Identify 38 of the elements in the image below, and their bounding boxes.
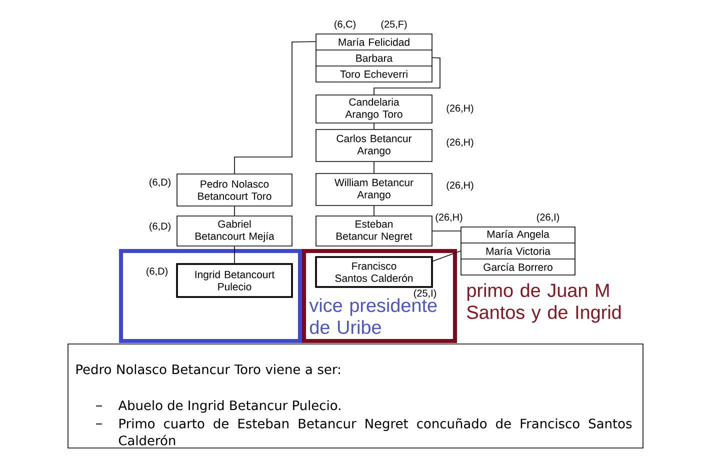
connector-line xyxy=(234,41,316,174)
reference-code: (26,H) xyxy=(446,104,474,114)
connector-line xyxy=(432,250,461,262)
note-text: Pedro Nolasco Betancur Toro viene a ser: xyxy=(76,364,340,374)
bullet-text: Primo cuarto de Esteban Betancur Negret concuñado de Francisco Santos Calderón xyxy=(118,418,632,446)
person-box: Ingrid Betancourt Pulecio xyxy=(176,263,293,298)
reference-code: (26,I) xyxy=(537,213,560,223)
person-name: Barbara xyxy=(356,54,393,62)
annotation-text: vice presidente de Uribe xyxy=(309,298,437,334)
connector-line xyxy=(432,230,461,232)
reference-code: (6,C) xyxy=(334,20,356,30)
person-box: Gabriel Betancourt Mejía xyxy=(176,216,292,246)
reference-code: (26,H) xyxy=(446,138,474,148)
person-box: Francisco Santos Calderón xyxy=(315,256,433,288)
highlight-frame xyxy=(302,249,457,343)
reference-code: (6,D) xyxy=(146,267,168,277)
bullet-text: Abuelo de Ingrid Betancur Pulecio. xyxy=(118,400,340,413)
reference-code: (26,H) xyxy=(446,181,474,191)
reference-code: (6,D) xyxy=(150,178,170,188)
reference-code: (6,D) xyxy=(150,222,170,232)
person-name: María Angela xyxy=(487,230,550,240)
connector-line xyxy=(374,57,440,95)
reference-code: (25,I) xyxy=(414,289,436,299)
person-box: William Betancur Arango xyxy=(316,173,432,206)
person-box: Carlos Betancur Arango xyxy=(316,129,432,162)
annotation-text: primo de Juan M Santos y de Ingrid xyxy=(467,283,621,323)
person-box: Pedro Nolasco Betancourt Toro xyxy=(176,174,292,206)
person-box: Candelaria Arango Toro xyxy=(316,94,432,124)
person-name: Toro Echeverri xyxy=(340,70,408,78)
highlight-frame xyxy=(119,249,302,343)
connector-line xyxy=(234,206,235,216)
person-name: García Borrero xyxy=(484,263,552,271)
person-name: María Victoria xyxy=(486,247,550,255)
person-box: Esteban Betancur Negret xyxy=(316,216,432,246)
person-name: María Felicidad xyxy=(338,38,410,46)
reference-code: (25,F) xyxy=(381,20,407,30)
connector-line xyxy=(234,246,235,264)
reference-code: (26,H) xyxy=(436,213,462,223)
